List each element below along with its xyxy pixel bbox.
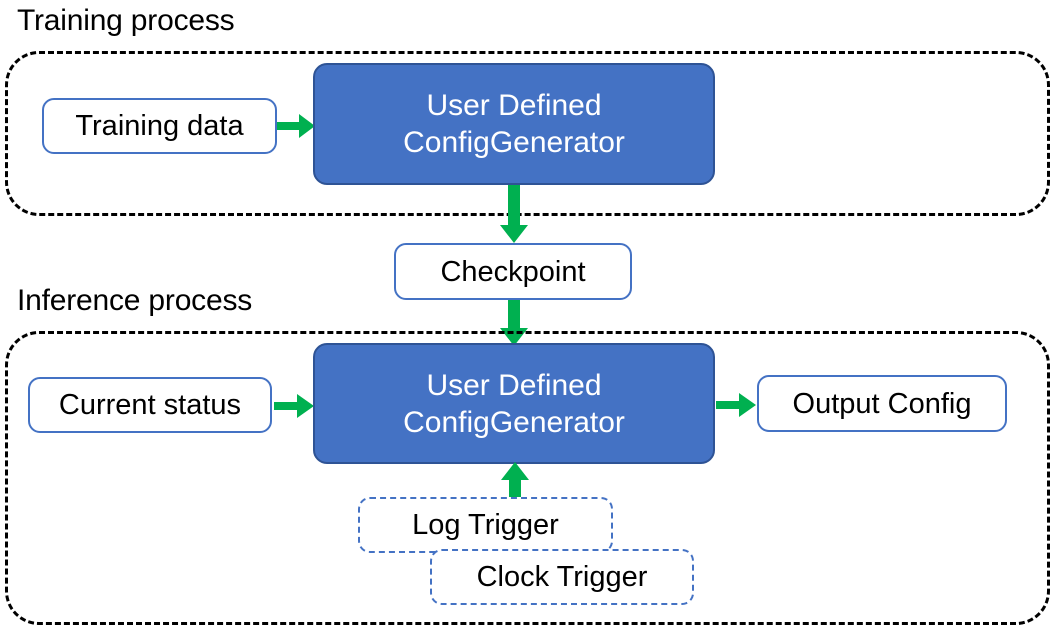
node-clock-trigger-label: Clock Trigger bbox=[476, 561, 648, 593]
node-output-config-label: Output Config bbox=[792, 387, 972, 420]
node-log-trigger[interactable]: Log Trigger bbox=[358, 497, 613, 553]
arrow-generator-to-checkpoint bbox=[498, 185, 530, 245]
node-training-data-label: Training data bbox=[75, 110, 244, 142]
node-current-status-label: Current status bbox=[58, 389, 242, 421]
node-training-data[interactable]: Training data bbox=[42, 98, 277, 154]
node-inference-config-generator-line1: User Defined bbox=[426, 368, 602, 402]
node-training-config-generator-line1: User Defined bbox=[426, 89, 602, 122]
node-inference-config-generator[interactable]: User Defined ConfigGenerator bbox=[313, 343, 715, 464]
node-log-trigger-label: Log Trigger bbox=[412, 509, 559, 541]
node-output-config[interactable]: Output Config bbox=[757, 375, 1007, 432]
node-training-config-generator-line2: ConfigGenerator bbox=[403, 126, 625, 159]
node-inference-config-generator-line2: ConfigGenerator bbox=[403, 405, 625, 439]
arrow-triggers-to-generator bbox=[500, 462, 530, 506]
node-training-config-generator[interactable]: User Defined ConfigGenerator bbox=[313, 63, 715, 185]
inference-process-label: Inference process bbox=[17, 284, 253, 317]
node-checkpoint[interactable]: Checkpoint bbox=[394, 243, 632, 300]
node-current-status[interactable]: Current status bbox=[28, 377, 272, 433]
node-clock-trigger[interactable]: Clock Trigger bbox=[430, 549, 694, 605]
training-process-container bbox=[5, 51, 1050, 216]
arrow-training-data-to-generator bbox=[277, 111, 317, 141]
node-checkpoint-label: Checkpoint bbox=[440, 255, 586, 288]
training-process-label: Training process bbox=[17, 4, 235, 37]
arrow-checkpoint-to-inference-generator bbox=[498, 300, 530, 348]
arrow-current-status-to-generator bbox=[274, 391, 316, 421]
arrow-generator-to-output-config bbox=[716, 390, 758, 420]
inference-process-container bbox=[5, 331, 1050, 625]
